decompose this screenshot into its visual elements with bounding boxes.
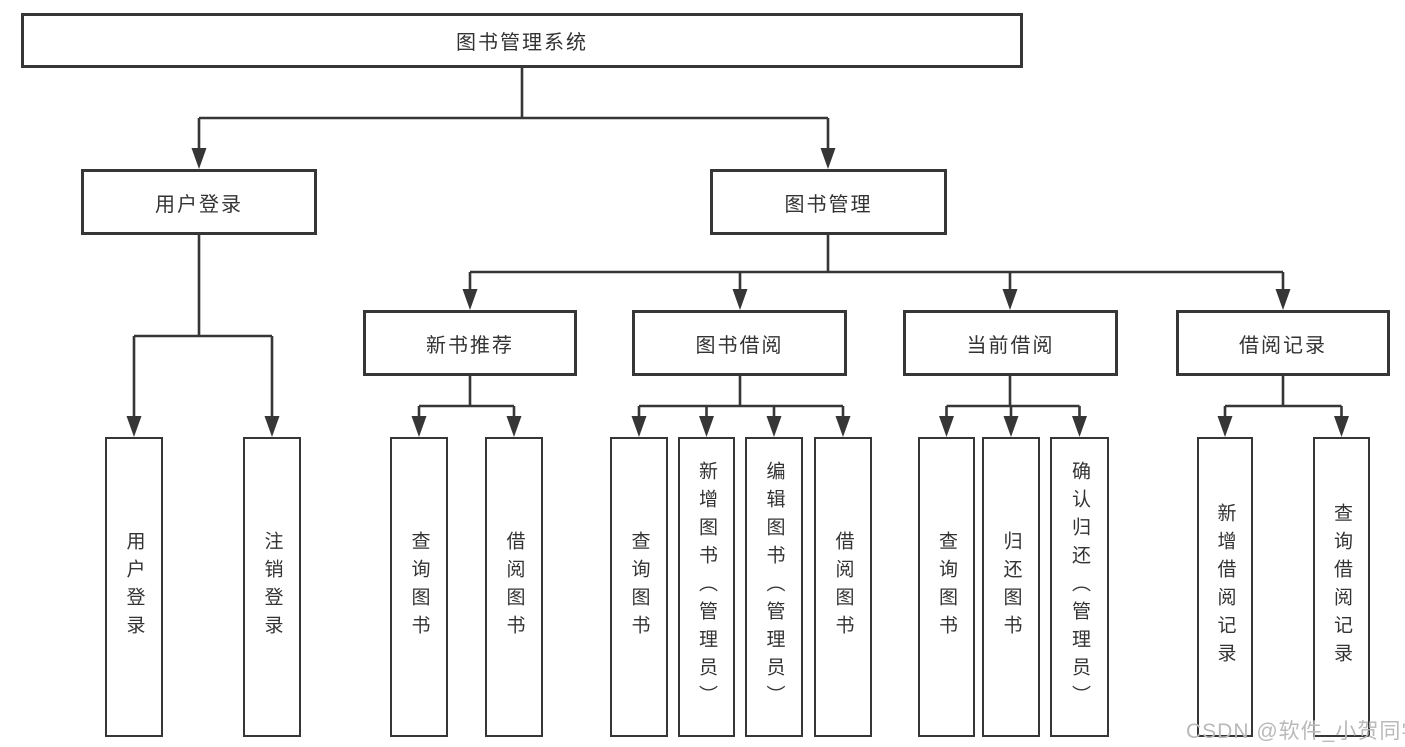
leaf-borrow-books: 借阅图书 (814, 437, 872, 737)
node-label: 用户登录 (155, 193, 243, 216)
leaf-query-books-recommend: 查询图书 (390, 437, 448, 737)
node-label: 新增图书（管理员） (696, 461, 717, 713)
leaf-borrow-books-recommend: 借阅图书 (485, 437, 543, 737)
node-label: 编辑图书（管理员） (763, 461, 785, 713)
leaf-confirm-return-admin: 确认归还（管理员） (1050, 437, 1109, 737)
leaf-query-borrow-record: 查询借阅记录 (1313, 437, 1370, 737)
node-label: 用户登录 (123, 531, 145, 643)
node-label: 查询图书 (936, 531, 957, 643)
node-label: 查询图书 (408, 531, 430, 643)
node-label: 当前借阅 (966, 334, 1055, 357)
leaf-add-books-admin: 新增图书（管理员） (678, 437, 735, 737)
leaf-logout: 注销登录 (243, 437, 301, 737)
node-label: 新书推荐 (426, 334, 514, 357)
node-label: 查询借阅记录 (1331, 503, 1352, 671)
node-label: 查询图书 (628, 531, 650, 643)
node-book-management: 图书管理 (710, 169, 947, 235)
node-label: 确认归还（管理员） (1069, 461, 1090, 713)
leaf-user-login: 用户登录 (105, 437, 163, 737)
node-current-borrow: 当前借阅 (903, 310, 1118, 376)
node-label: 图书管理 (784, 193, 873, 216)
node-label: 图书管理系统 (456, 32, 588, 54)
node-label: 注销登录 (261, 531, 283, 643)
node-label: 借阅图书 (832, 531, 854, 643)
node-book-borrow: 图书借阅 (632, 310, 847, 376)
node-label: 新增借阅记录 (1214, 503, 1236, 671)
leaf-edit-books-admin: 编辑图书（管理员） (745, 437, 803, 737)
leaf-query-books-current: 查询图书 (918, 437, 975, 737)
node-label: 借阅图书 (503, 531, 525, 643)
node-user-login: 用户登录 (81, 169, 317, 235)
watermark: CSDN @软件_小贺同学 (1186, 720, 1405, 743)
leaf-query-books-borrow: 查询图书 (610, 437, 668, 737)
node-borrow-records: 借阅记录 (1176, 310, 1390, 376)
node-label: 借阅记录 (1239, 334, 1327, 357)
node-label: 归还图书 (1000, 531, 1022, 643)
node-new-book-recommend: 新书推荐 (363, 310, 577, 376)
node-label: 图书借阅 (695, 334, 784, 357)
leaf-return-books: 归还图书 (982, 437, 1040, 737)
leaf-add-borrow-record: 新增借阅记录 (1197, 437, 1253, 737)
node-system-root: 图书管理系统 (21, 13, 1023, 68)
